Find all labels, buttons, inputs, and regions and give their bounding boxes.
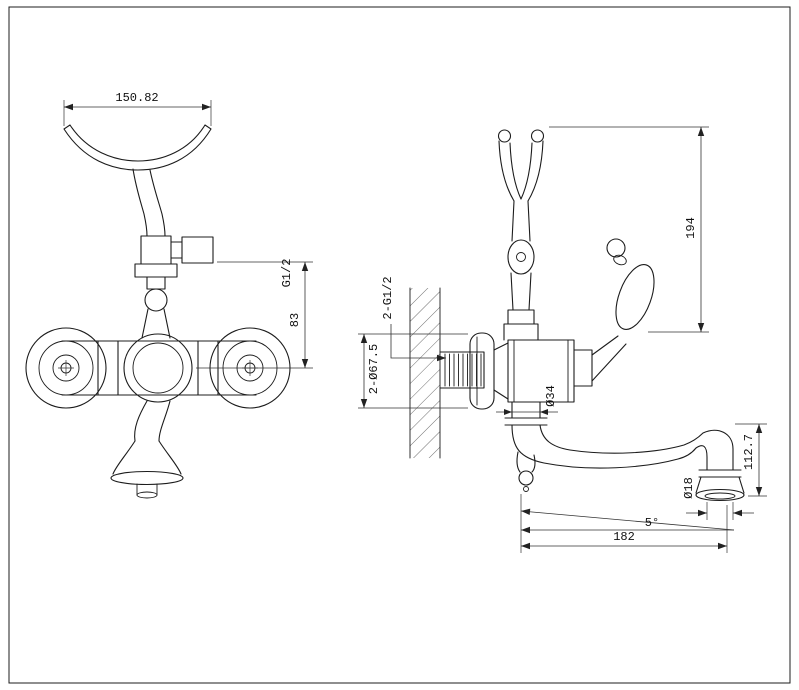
wall-hatch bbox=[410, 288, 440, 458]
dimension-extension-lines bbox=[549, 126, 709, 333]
angle-sloped-line bbox=[520, 508, 735, 531]
riser-lower bbox=[510, 272, 532, 311]
escutcheon-diameter-label: 2-Ø67.5 bbox=[367, 344, 381, 394]
drop-bell bbox=[112, 440, 182, 475]
drop-curve bbox=[134, 400, 171, 442]
handwheel-outer-ring bbox=[25, 327, 107, 409]
outlet-diameter-label: Ø18 bbox=[682, 477, 696, 499]
hub-outer-ring bbox=[123, 333, 193, 403]
aerator-flare bbox=[695, 476, 745, 494]
tub-spout bbox=[504, 401, 745, 502]
handle-grip bbox=[615, 264, 655, 330]
spout-tube-top bbox=[539, 424, 734, 471]
lever-handle bbox=[573, 238, 655, 387]
acorn-ball bbox=[518, 470, 534, 486]
fork-tip-right bbox=[530, 129, 545, 143]
body-diameter-label: Ø34 bbox=[544, 385, 558, 407]
front-hose-outlet-fitting bbox=[170, 236, 214, 264]
drop-bell-base bbox=[110, 470, 184, 486]
spout-reach-label: 182 bbox=[613, 530, 635, 544]
arrowhead-left bbox=[504, 409, 512, 415]
front-body-bar bbox=[61, 340, 257, 396]
spout-drop-pipe bbox=[511, 401, 541, 419]
dim-outlet-diameter: Ø18 bbox=[682, 477, 754, 520]
front-dimensions: 150.82 G1/2 83 bbox=[63, 91, 313, 369]
arrowhead-right bbox=[540, 409, 548, 415]
label-inlet-thread: 2-G1/2 bbox=[381, 276, 446, 362]
escutcheon-flange bbox=[469, 332, 495, 410]
dimension-extension-lines bbox=[520, 494, 728, 553]
drawing-border-frame bbox=[8, 6, 791, 684]
dim-front-width: 150.82 bbox=[63, 91, 212, 126]
hub-inner-ring bbox=[132, 342, 184, 394]
spout-tube-bottom bbox=[511, 424, 708, 471]
shower-cradle-fork bbox=[498, 140, 544, 202]
aerator-tip-outer bbox=[695, 488, 745, 502]
acorn-tip bbox=[523, 486, 529, 492]
wall-edges bbox=[409, 287, 441, 459]
center-cross-mark bbox=[58, 360, 74, 376]
outlet-flange-rings bbox=[698, 469, 742, 478]
front-left-handwheel bbox=[25, 327, 107, 409]
spout-collar-rings bbox=[504, 417, 548, 426]
handle-ball-finial bbox=[606, 238, 626, 258]
dim-spout-reach: 182 bbox=[520, 494, 728, 553]
diverter-knob bbox=[507, 239, 535, 275]
body-outline bbox=[507, 339, 575, 403]
leader-line bbox=[390, 324, 446, 362]
drop-nozzle bbox=[136, 483, 158, 496]
spout-angle-label: 5° bbox=[645, 516, 659, 530]
wall-section bbox=[409, 287, 441, 459]
dim-front-offset-label: 83 bbox=[288, 313, 302, 327]
drop-nozzle-tip bbox=[136, 491, 158, 499]
inlet-thread-label: 2-G1/2 bbox=[381, 276, 395, 319]
drop-height-label: 112.7 bbox=[742, 434, 756, 470]
fork-tip-left bbox=[497, 129, 512, 143]
aerator-tip-inner bbox=[704, 492, 736, 500]
riser-upper bbox=[511, 200, 531, 242]
side-view bbox=[409, 129, 745, 502]
dim-front-offset: G1/2 83 bbox=[196, 259, 313, 369]
handwheel-mid-ring bbox=[38, 340, 94, 396]
dim-drop-height: 112.7 bbox=[735, 423, 767, 497]
side-dimensions: 194 2-G1/2 2-Ø67.5 Ø34 112.7 Ø18 bbox=[358, 126, 767, 553]
front-neck-stem bbox=[132, 168, 166, 237]
front-spout-drop bbox=[110, 400, 184, 499]
handwheel-inner-ring bbox=[52, 354, 80, 382]
riser-collar bbox=[503, 309, 539, 341]
acorn-finial bbox=[516, 451, 536, 473]
dimension-extension-lines bbox=[358, 333, 468, 409]
front-center-hub bbox=[123, 333, 193, 403]
body-adapter-cone bbox=[493, 342, 509, 400]
dimension-extension-lines bbox=[706, 502, 734, 520]
dim-body-diameter: Ø34 bbox=[496, 385, 558, 415]
front-hose-thread-label: G1/2 bbox=[280, 259, 294, 288]
mixer-body bbox=[507, 339, 575, 403]
dim-riser-height: 194 bbox=[549, 126, 709, 333]
dim-escutcheon-diameter: 2-Ø67.5 bbox=[358, 333, 468, 409]
dim-front-width-label: 150.82 bbox=[115, 91, 158, 105]
dimension-extension-lines bbox=[196, 261, 313, 369]
diverter-button bbox=[516, 252, 526, 262]
body-edge-lines bbox=[513, 339, 569, 403]
handle-taper bbox=[591, 335, 627, 382]
front-view bbox=[25, 124, 291, 499]
front-spout-cup bbox=[63, 124, 212, 171]
thread-ticks bbox=[444, 353, 482, 387]
front-ball-joint bbox=[144, 288, 168, 312]
handle-base bbox=[573, 349, 593, 387]
front-diverter-body bbox=[134, 235, 178, 339]
riser-column bbox=[497, 129, 545, 341]
dim-riser-height-label: 194 bbox=[684, 217, 698, 239]
dim-spout-angle: 5° bbox=[520, 508, 735, 534]
